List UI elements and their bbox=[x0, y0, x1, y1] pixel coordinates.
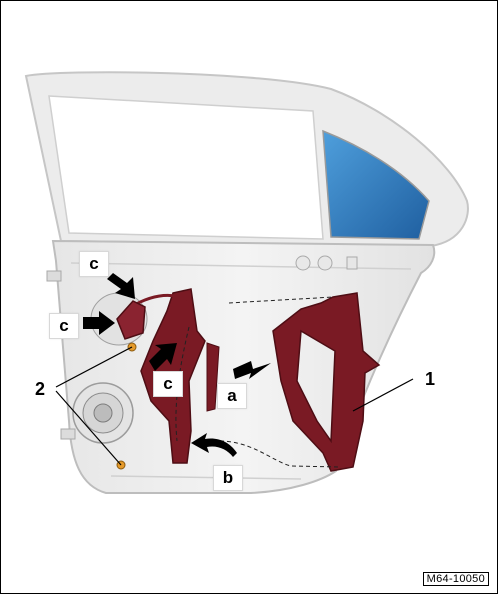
callout-1: 1 bbox=[425, 369, 436, 389]
callout-b: b bbox=[213, 465, 243, 491]
leader-2b bbox=[55, 390, 122, 466]
regulator-motor bbox=[116, 300, 146, 340]
arrow-b bbox=[191, 433, 237, 457]
leader-1 bbox=[352, 378, 414, 412]
quarter-glass bbox=[322, 129, 430, 240]
figure-reference: M64-10050 bbox=[422, 572, 489, 586]
arrow-c-left bbox=[83, 311, 115, 335]
callout-a: a bbox=[217, 383, 247, 409]
arrow-c-top bbox=[107, 273, 135, 299]
speaker-inner bbox=[93, 403, 113, 423]
callout-c-left: c bbox=[49, 313, 79, 339]
regulator-removed bbox=[272, 292, 381, 472]
panel-clip bbox=[346, 256, 358, 270]
window-opening bbox=[48, 95, 324, 240]
callout-c-top: c bbox=[79, 251, 109, 277]
leader-2a bbox=[55, 346, 133, 388]
hinge-upper bbox=[46, 270, 62, 282]
guide-top bbox=[228, 296, 334, 304]
callout-c-bottom: c bbox=[153, 371, 183, 397]
regulator-rail-inst bbox=[206, 342, 220, 412]
arrow-c-bottom bbox=[149, 343, 177, 371]
hinge-lower bbox=[60, 428, 76, 440]
guide-bottom bbox=[212, 440, 342, 468]
callout-2: 2 bbox=[35, 379, 46, 399]
panel-lower-line bbox=[110, 475, 302, 480]
panel-hole-2 bbox=[317, 255, 333, 271]
panel-hole-1 bbox=[295, 255, 311, 271]
arrow-a bbox=[233, 361, 271, 379]
